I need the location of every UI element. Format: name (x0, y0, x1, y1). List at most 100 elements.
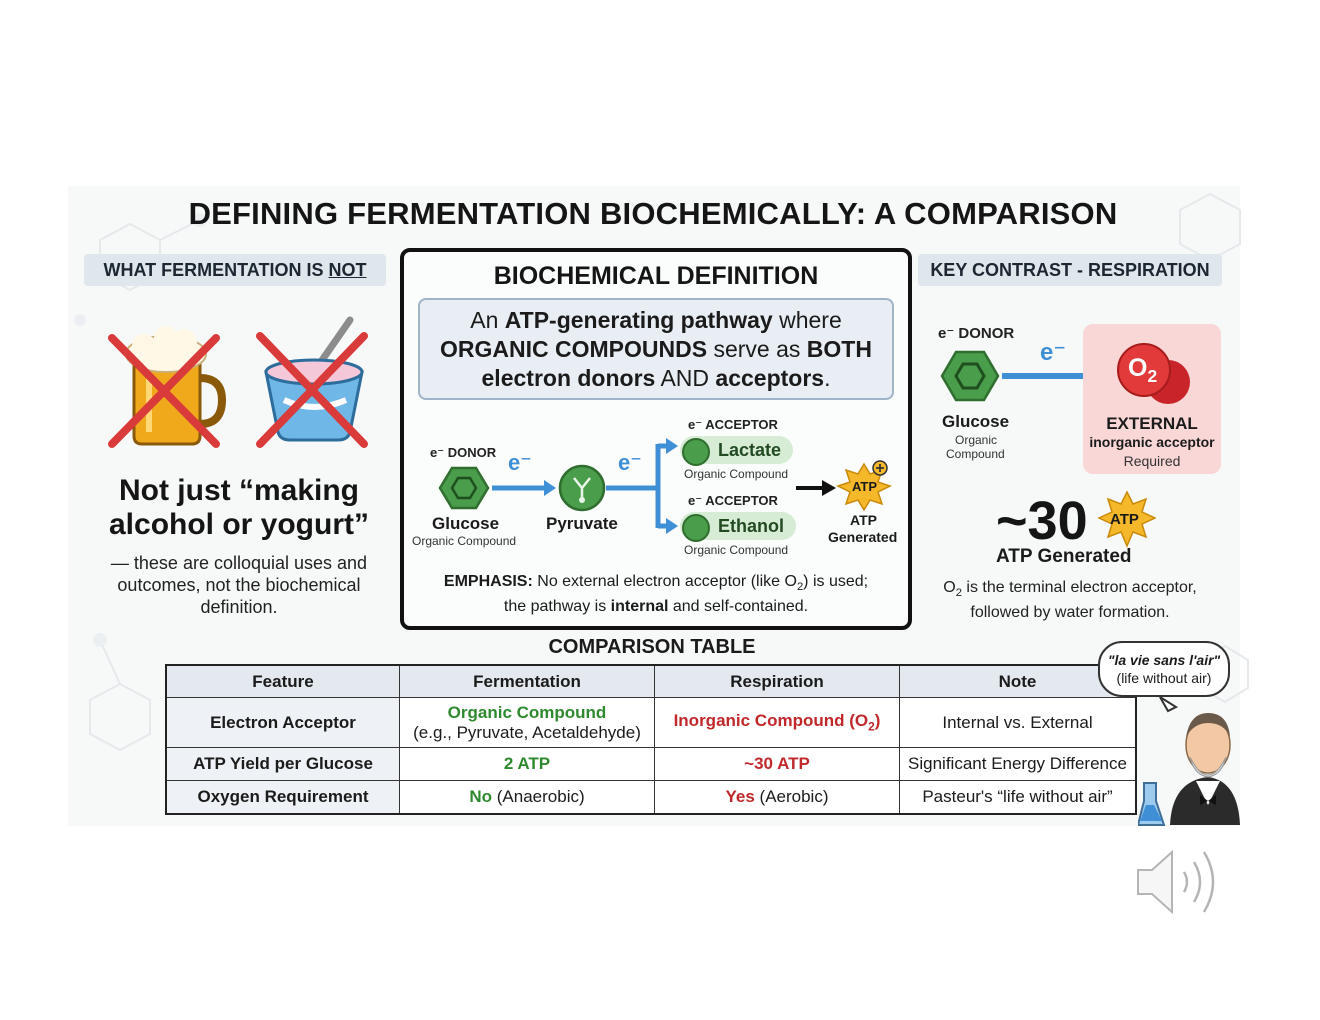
cell-feature-atp-yield: ATP Yield per Glucose (165, 747, 400, 781)
emphasis-text-2: ) is used; (803, 573, 869, 590)
respiration-glucose-label: Glucose (942, 412, 1010, 431)
speaker-icon[interactable] (1134, 846, 1226, 918)
not-heading-prefix: WHAT FERMENTATION IS (103, 260, 329, 280)
beer-mug-icon (108, 326, 227, 448)
def-organic-compounds: ORGANIC COMPOUNDS (440, 336, 708, 362)
cell-note-atp-yield: Significant Energy Difference (899, 747, 1137, 781)
table-row: Electron Acceptor Organic Compound(e.g.,… (165, 697, 1137, 748)
lactate-chip: Lactate (680, 436, 794, 466)
definition-statement: An ATP-generating pathway where ORGANIC … (418, 298, 894, 400)
oxygen-symbol: O2 (1128, 354, 1157, 387)
respiration-glucose-hexagon-icon (940, 350, 1000, 402)
cell-feature-electron-acceptor: Electron Acceptor (165, 697, 400, 748)
term-o: O (943, 579, 956, 596)
cell-ferm-oxygen: No (Anaerobic) (399, 780, 655, 814)
respiration-glucose-sub-2: Compound (946, 447, 1005, 461)
ferm-oxygen-anaerobic: (Anaerobic) (492, 786, 585, 806)
cell-resp-atp-yield: ~30 ATP (654, 747, 900, 781)
terminal-acceptor-note: O2 is the terminal electron acceptor, fol… (918, 578, 1222, 623)
headline-line-2: alcohol or yogurt” (108, 508, 369, 541)
ethanol-chip: Ethanol (680, 512, 796, 542)
ethanol-subtitle: Organic Compound (684, 543, 789, 557)
cell-ferm-electron-acceptor: Organic Compound(e.g., Pyruvate, Acetald… (399, 697, 655, 748)
def-part-5: . (824, 365, 831, 391)
def-part-1: An (470, 307, 505, 333)
respiration-donor-label: e⁻ DONOR (938, 325, 1015, 342)
comparison-table-title: COMPARISON TABLE (548, 636, 756, 658)
ethanol-label: Ethanol (718, 516, 784, 536)
emphasis-subscript: 2 (796, 581, 804, 594)
cell-note-oxygen: Pasteur's “life without air” (899, 780, 1137, 814)
glucose-label: Glucose (432, 514, 500, 533)
fermentation-pathway-diagram (438, 438, 892, 534)
table-row: ATP Yield per Glucose 2 ATP ~30 ATP Sign… (165, 747, 1137, 781)
lactate-muscle-icon (682, 438, 710, 466)
donor-label: e⁻ DONOR (430, 445, 497, 460)
resp-oxygen-yes: Yes (725, 786, 755, 806)
def-acceptors: acceptors (715, 365, 825, 391)
ferm-organic-compound: Organic Compound (447, 702, 607, 722)
ethanol-flask-icon (682, 514, 710, 542)
colloquial-note: — these are colloquial uses and outcomes… (110, 553, 368, 617)
emphasis-text-3: the pathway is (503, 598, 611, 616)
pasteur-speech-bubble: "la vie sans l'air" (life without air) (1098, 641, 1230, 697)
emphasis-label: EMPHASIS: (443, 573, 533, 590)
oxygen-molecule-icon (1117, 343, 1190, 404)
emphasis-internal: internal (610, 598, 669, 616)
electron-symbol-2: e⁻ (618, 450, 642, 475)
pasteur-portrait-icon (1138, 697, 1240, 826)
atp-generated-line-1: ATP (850, 512, 877, 528)
external-label: EXTERNAL (1106, 414, 1198, 433)
cell-note-electron-acceptor: Internal vs. External (899, 697, 1137, 748)
respiration-atp-star-icon (1098, 490, 1156, 548)
cell-resp-electron-acceptor: Inorganic Compound (O2) (654, 697, 900, 748)
cell-resp-oxygen: Yes (Aerobic) (654, 780, 900, 814)
headline-line-1: Not just “making (118, 474, 359, 507)
term-text-2: followed by water formation. (970, 604, 1170, 622)
acceptor-label-ethanol: e⁻ ACCEPTOR (688, 493, 778, 508)
respiration-glucose-sub-1: Organic (955, 433, 998, 447)
term-subscript: 2 (955, 587, 962, 600)
atp-generated-line-2: Generated (828, 529, 898, 545)
emphasis-text-1: No external electron acceptor (like O (532, 573, 797, 590)
def-atp-pathway: ATP-generating pathway (504, 307, 773, 333)
emphasis-text-4: and self-contained. (668, 598, 809, 616)
respiration-atp-generated: ATP Generated (996, 546, 1132, 567)
page-title: DEFINING FERMENTATION BIOCHEMICALLY: A C… (188, 196, 1118, 231)
respiration-electron-symbol: e⁻ (1040, 339, 1067, 366)
not-heading-emphasis: NOT (328, 260, 367, 280)
not-fermentation-heading: WHAT FERMENTATION IS NOT (84, 254, 386, 286)
def-part-4: AND (655, 365, 716, 391)
def-part-2: where (772, 307, 842, 333)
ferm-examples: (e.g., Pyruvate, Acetaldehyde) (413, 722, 641, 742)
atp-star-label: ATP (852, 479, 878, 494)
def-electron-donors: electron donors (481, 365, 656, 391)
resp-close-paren: ) (874, 711, 881, 731)
header-feature: Feature (165, 664, 400, 698)
pyruvate-label: Pyruvate (546, 514, 618, 533)
molecule-decoration (74, 192, 1249, 752)
respiration-heading: KEY CONTRAST - RESPIRATION (918, 254, 1222, 286)
respiration-atp-star-label: ATP (1110, 511, 1139, 528)
atp-star-icon (836, 460, 892, 512)
def-both: BOTH (806, 336, 872, 362)
header-respiration: Respiration (654, 664, 900, 698)
resp-oxygen-aerobic: (Aerobic) (754, 786, 829, 806)
ferm-oxygen-no: No (469, 786, 493, 806)
lactate-subtitle: Organic Compound (684, 467, 789, 481)
table-row: Oxygen Requirement No (Anaerobic) Yes (A… (165, 780, 1137, 814)
resp-subscript: 2 (868, 719, 875, 734)
def-part-3: serve as (707, 336, 807, 362)
table-header-row: Feature Fermentation Respiration Note (165, 664, 1137, 698)
emphasis-note: EMPHASIS: No external electron acceptor … (404, 572, 908, 617)
resp-inorganic-text: Inorganic Compound (O (673, 711, 869, 731)
cell-feature-oxygen: Oxygen Requirement (165, 780, 400, 814)
bubble-quote: "la vie sans l'air" (1107, 652, 1221, 668)
term-text-1: is the terminal electron acceptor, (961, 579, 1197, 596)
yogurt-cup-icon (256, 316, 368, 448)
glucose-hexagon-icon (438, 466, 490, 510)
lactate-label: Lactate (718, 440, 782, 460)
cell-ferm-atp-yield: 2 ATP (399, 747, 655, 781)
bubble-translation: (life without air) (1116, 670, 1212, 686)
